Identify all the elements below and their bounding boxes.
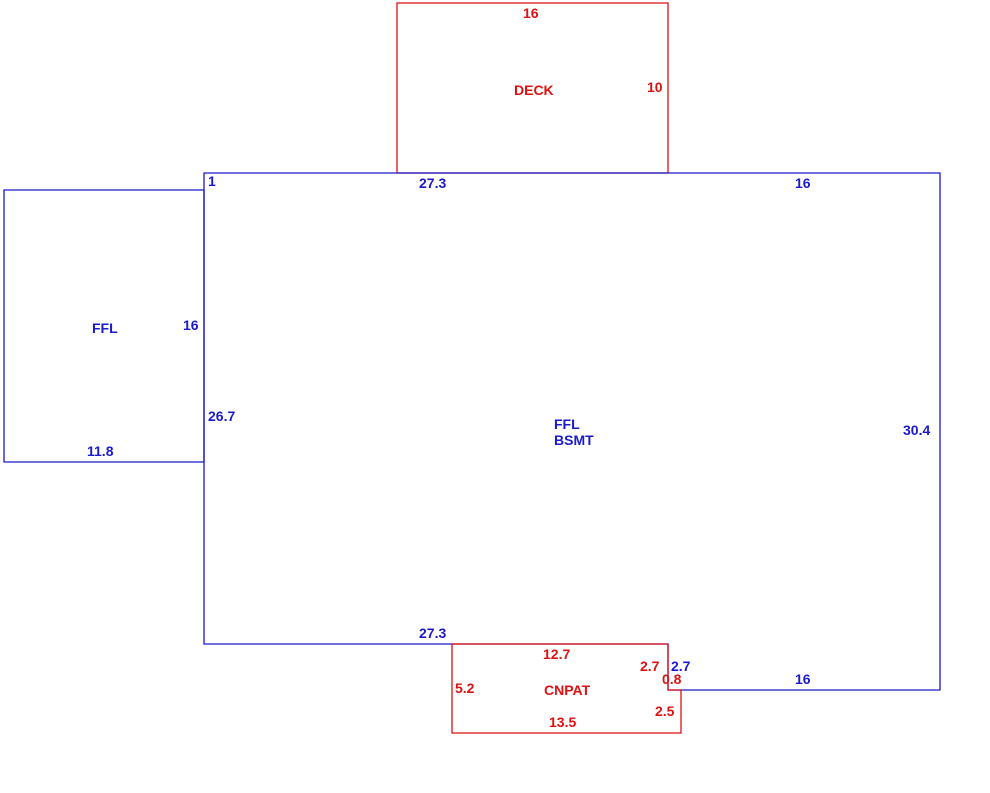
cnpat-dim-left: 5.2 (455, 680, 475, 696)
cnpat-dim-bottom: 13.5 (549, 714, 576, 730)
main-dim-right: 30.4 (903, 422, 930, 438)
cnpat-outline (451, 643, 682, 734)
main-label-bsmt: BSMT (554, 432, 594, 448)
main-dim-notch: 2.7 (671, 658, 691, 674)
main-dim-left-upper: 26.7 (208, 408, 235, 424)
main-dim-bottom-right: 16 (795, 671, 811, 687)
main-dim-top-left: 27.3 (419, 175, 446, 191)
ffl-side-label: FFL (92, 320, 118, 336)
main-dim-corner: 1 (208, 173, 216, 189)
deck-dim-right: 10 (647, 79, 663, 95)
deck-label: DECK (514, 82, 554, 98)
cnpat-label: CNPAT (544, 682, 591, 698)
main-dim-bottom-left: 27.3 (419, 625, 446, 641)
main-label-ffl: FFL (554, 416, 580, 432)
cnpat-dim-step-lower: 2.5 (655, 703, 675, 719)
ffl-side-dim-bottom: 11.8 (87, 443, 114, 459)
deck-dim-top: 16 (523, 5, 539, 21)
main-dim-top-right: 16 (795, 175, 811, 191)
ffl-side-dim-right: 16 (183, 317, 199, 333)
cnpat-dim-top: 12.7 (543, 646, 570, 662)
cnpat-dim-step-mid: 0.8 (662, 671, 682, 687)
cnpat-dim-step-upper: 2.7 (640, 658, 660, 674)
